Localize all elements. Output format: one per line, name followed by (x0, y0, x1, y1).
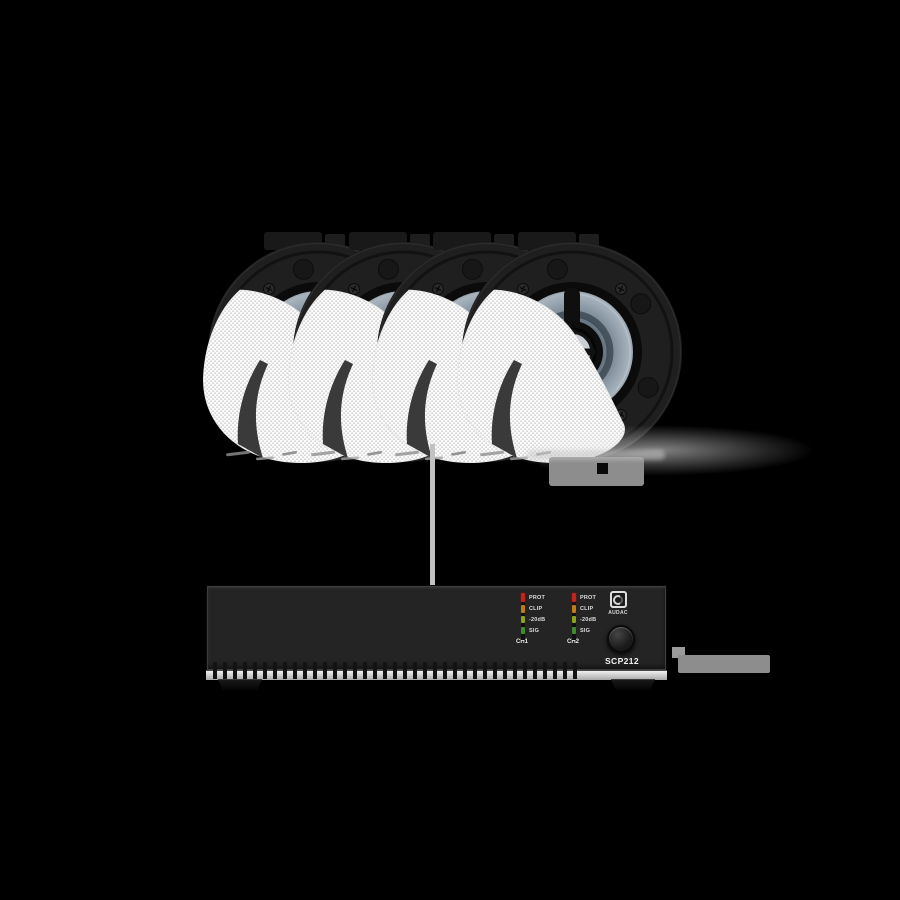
speaker-shadow-notch (597, 463, 608, 474)
led-label: CLIP (580, 605, 594, 612)
brand-block: AUDAC (606, 591, 630, 616)
led-label: PROT (580, 594, 597, 601)
amplifier: PROT CLIP -20dB SIG CH1 PROT CLIP -20dB … (206, 585, 667, 680)
connector-line (430, 444, 435, 587)
amp-foot-left (217, 679, 263, 690)
led-label: CLIP (529, 605, 543, 612)
led-clip (521, 604, 525, 613)
led-sig (572, 627, 576, 634)
channel-label: CH2 (567, 639, 580, 645)
led-minus20db (572, 616, 576, 623)
speaker-shadow-blob (549, 457, 644, 486)
led-meter-ch2: PROT CLIP -20dB SIG CH2 (567, 592, 624, 645)
led-minus20db (521, 616, 525, 623)
led-label: SIG (580, 627, 591, 634)
led-meter-ch1: PROT CLIP -20dB SIG CH1 (516, 592, 573, 645)
led-label: PROT (529, 594, 546, 601)
led-label: -20dB (580, 616, 597, 623)
volume-knob (607, 625, 635, 653)
vent-grille (213, 662, 579, 679)
amp-shadow-part (678, 655, 770, 673)
audac-logo-notch (619, 594, 624, 605)
amp-foot-right (610, 679, 656, 690)
led-clip (572, 604, 576, 613)
amp-front-panel: PROT CLIP -20dB SIG CH1 PROT CLIP -20dB … (206, 585, 667, 671)
model-label: SCP212 (604, 656, 640, 666)
led-label: -20dB (529, 616, 546, 623)
led-prot (521, 593, 525, 602)
led-sig (521, 627, 525, 634)
amp-shadow-blob (672, 647, 770, 674)
channel-label: CH1 (516, 639, 529, 645)
brand-label: AUDAC (608, 610, 628, 616)
led-prot (572, 593, 576, 602)
led-label: SIG (529, 627, 540, 634)
audac-logo-icon (609, 591, 627, 608)
amp-shadow-part (672, 647, 685, 658)
